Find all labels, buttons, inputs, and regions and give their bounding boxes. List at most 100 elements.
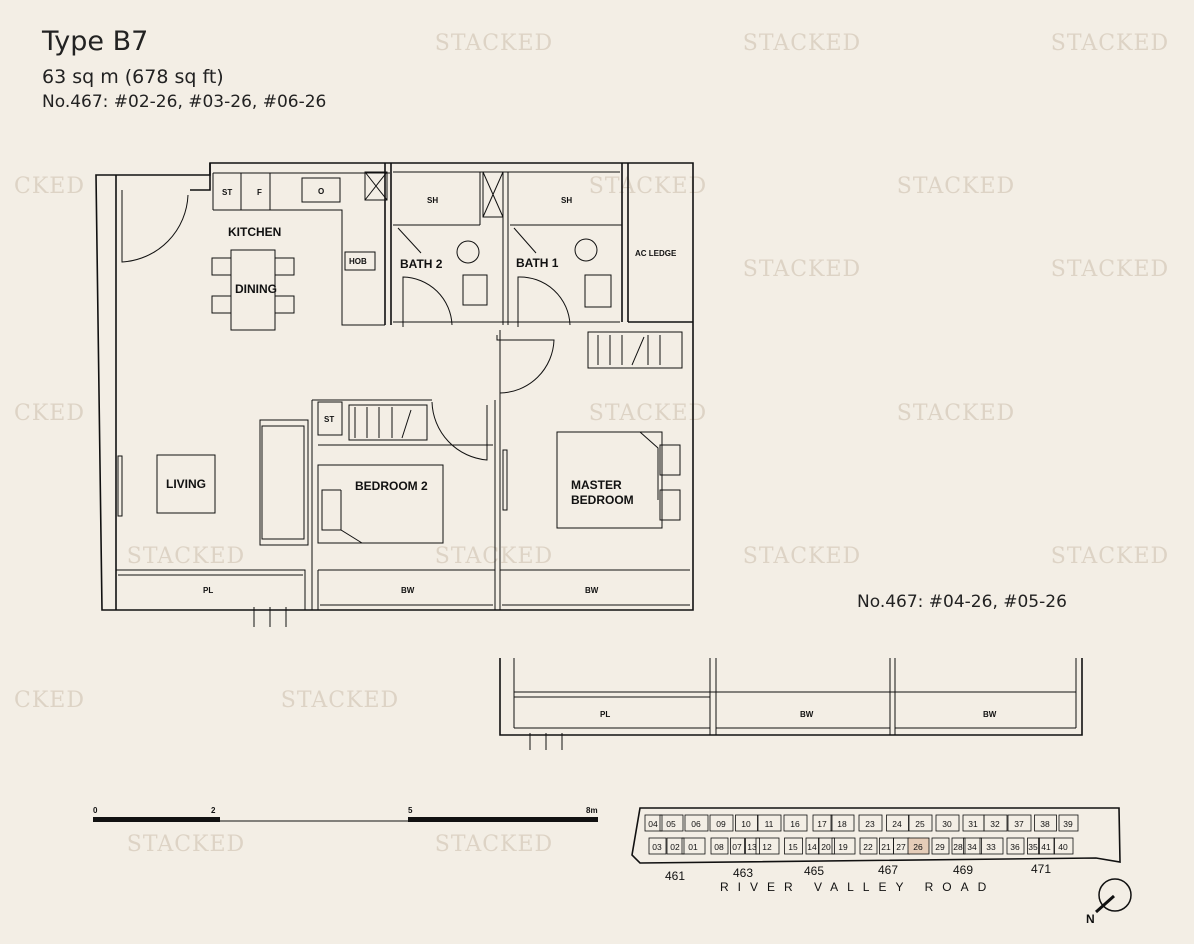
living-label: LIVING [166,477,206,491]
watermark: CKED [14,401,85,426]
unit-label: 07 [732,842,742,852]
unit-label: 15 [788,842,798,852]
bay-window-label-1: BW [401,586,415,595]
unit-label: 28 [953,842,963,852]
unit-label: 31 [968,819,978,829]
bay-window-label-2: BW [585,586,599,595]
living-window [117,455,123,517]
unit-cell [951,837,966,855]
watermark: STACKED [897,174,1015,199]
unit-cell [1006,837,1025,855]
watermark: STACKED [743,31,861,56]
shower-label-bath2: SH [427,196,438,205]
watermark-layer: STACKED STACKED STACKED STACKED STACKED STACK… [14,31,1169,857]
watermark: CKED [14,174,85,199]
unit-cell [979,837,1004,855]
watermark: STACKED [281,688,399,713]
oven-label: O [318,187,324,196]
unit-label: 08 [714,842,724,852]
unit-cell [730,837,745,855]
unit-cell [710,837,729,855]
watermark: STACKED [589,174,707,199]
watermark: STACKED [1051,257,1169,282]
unit-numbers: No.467: #02-26, #03-26, #06-26 [42,92,327,112]
unit-label: 41 [1041,842,1051,852]
master-bedroom-label-2: BEDROOM [571,493,634,507]
coffee-table [156,454,216,514]
unit-cell [1034,814,1057,832]
north-label: N [1086,912,1095,926]
unit-label: 27 [896,842,906,852]
watermark: STACKED [897,401,1015,426]
planter-label: PL [203,586,213,595]
unit-cell [1053,837,1074,855]
unit-type-title: Type B7 [42,26,149,57]
alt-floor-plan [499,658,1083,750]
unit-label: 20 [821,842,831,852]
unit-label: 12 [762,842,772,852]
fridge-label: F [257,188,262,197]
unit-label: 19 [838,842,848,852]
north-arrow-icon [1095,878,1132,914]
outer-walls [95,162,694,627]
unit-cell [684,814,709,832]
unit-label: 10 [741,819,751,829]
alt-bay-window-label-1: BW [800,710,814,719]
dining-table [211,249,295,331]
ac-ledge-label: AC LEDGE [635,249,677,258]
alt-planter-label: PL [600,710,610,719]
unit-cell [659,814,684,832]
unit-cell [818,837,835,855]
unit-cell [983,814,1008,832]
alt-unit-numbers: No.467: #04-26, #05-26 [857,592,1067,612]
scale-bar [93,817,598,822]
watermark: STACKED [1051,544,1169,569]
unit-label: 05 [666,819,676,829]
unit-label: 29 [935,842,945,852]
unit-cell [931,837,950,855]
watermark: STACKED [435,544,553,569]
block-463: 463 [733,866,753,880]
watermark: STACKED [435,832,553,857]
unit-label: 13 [747,842,757,852]
sofa-inner [261,425,305,540]
unit-label: 02 [670,842,680,852]
bath2-label: BATH 2 [400,257,443,271]
unit-cell [709,814,734,832]
master-bedroom-label-1: MASTER [571,478,622,492]
unit-cell [812,814,833,832]
unit-cell [755,837,780,855]
unit-cell [745,837,760,855]
unit-label: 40 [1058,842,1068,852]
unit-label: 17 [817,819,827,829]
unit-label: 25 [915,819,925,829]
scale-tick-8m: 8m [586,806,598,815]
scale-tick-5: 5 [408,806,413,815]
road-name: RIVER VALLEY ROAD [720,880,995,894]
unit-cell [735,814,758,832]
unit-cell [783,814,808,832]
block-471: 471 [1031,862,1051,876]
unit-label: 23 [865,819,875,829]
unit-label: 35 [1028,842,1038,852]
bath1-label: BATH 1 [516,256,559,270]
highlighted-unit-cell [907,837,930,855]
unit-label: 36 [1010,842,1020,852]
unit-label: 30 [942,819,952,829]
block-465: 465 [804,864,824,878]
watermark: CKED [14,688,85,713]
unit-cell [757,814,782,832]
entry-door [121,190,189,263]
unit-cell [859,837,878,855]
bedroom2-store-label: ST [324,415,334,424]
unit-label: 22 [863,842,873,852]
store-label: ST [222,188,232,197]
shower-label-bath1: SH [561,196,572,205]
sofa [259,419,309,546]
watermark: STACKED [1051,31,1169,56]
unit-label: 33 [986,842,996,852]
scale-tick-2: 2 [211,806,216,815]
block-467: 467 [878,863,898,877]
